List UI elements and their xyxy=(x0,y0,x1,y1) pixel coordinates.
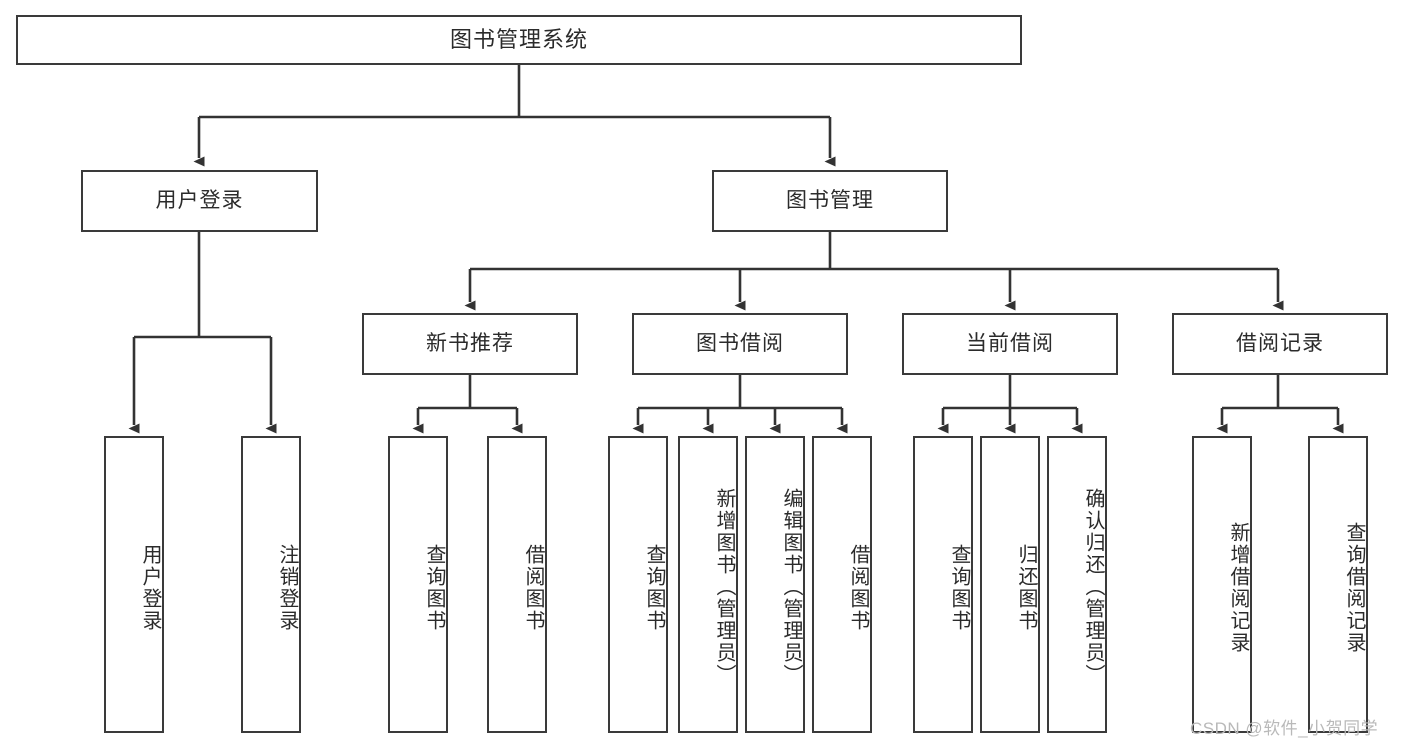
node-leaf-confirm-return[interactable]: 确认归还（管理员） xyxy=(1047,436,1107,733)
node-label: 查询借阅记录 xyxy=(1343,521,1365,654)
node-leaf-add-book[interactable]: 新增图书（管理员） xyxy=(678,436,738,733)
node-label: 借阅图书 xyxy=(847,543,869,632)
node-borrow-record[interactable]: 借阅记录 xyxy=(1172,313,1388,375)
node-label: 用户登录 xyxy=(139,543,161,632)
node-label: 查询图书 xyxy=(423,543,445,632)
node-label: 新增图书（管理员） xyxy=(713,487,735,686)
node-label: 注销登录 xyxy=(276,543,298,632)
node-current-borrow[interactable]: 当前借阅 xyxy=(902,313,1118,375)
csdn-watermark: CSDN @软件_小贺同学 xyxy=(1190,719,1379,738)
node-label: 确认归还（管理员） xyxy=(1082,487,1104,686)
node-leaf-edit-book[interactable]: 编辑图书（管理员） xyxy=(745,436,805,733)
node-leaf-logout[interactable]: 注销登录 xyxy=(241,436,301,733)
node-label: 借阅图书 xyxy=(522,543,544,632)
node-label: 归还图书 xyxy=(1015,543,1037,632)
node-leaf-query-record[interactable]: 查询借阅记录 xyxy=(1308,436,1368,733)
node-leaf-query-book-3[interactable]: 查询图书 xyxy=(913,436,973,733)
node-label: 图书管理 xyxy=(786,189,874,213)
node-leaf-query-book-1[interactable]: 查询图书 xyxy=(388,436,448,733)
node-label: 图书管理系统 xyxy=(449,26,588,52)
node-leaf-query-book-2[interactable]: 查询图书 xyxy=(608,436,668,733)
node-user-login[interactable]: 用户登录 xyxy=(81,170,318,232)
node-label: 借阅记录 xyxy=(1236,332,1324,356)
node-root-book-management-system[interactable]: 图书管理系统 xyxy=(16,15,1022,65)
node-book-borrow[interactable]: 图书借阅 xyxy=(632,313,848,375)
node-label: 新增借阅记录 xyxy=(1227,521,1249,654)
node-leaf-user-login[interactable]: 用户登录 xyxy=(104,436,164,733)
node-leaf-borrow-book-2[interactable]: 借阅图书 xyxy=(812,436,872,733)
node-leaf-return-book[interactable]: 归还图书 xyxy=(980,436,1040,733)
node-label: 图书借阅 xyxy=(696,332,784,356)
node-book-manage[interactable]: 图书管理 xyxy=(712,170,948,232)
node-label: 编辑图书（管理员） xyxy=(780,487,802,686)
node-label: 用户登录 xyxy=(155,189,244,213)
node-label: 新书推荐 xyxy=(426,332,514,356)
node-leaf-add-record[interactable]: 新增借阅记录 xyxy=(1192,436,1252,733)
node-new-book-recommend[interactable]: 新书推荐 xyxy=(362,313,578,375)
node-label: 查询图书 xyxy=(948,543,970,632)
node-leaf-borrow-book-1[interactable]: 借阅图书 xyxy=(487,436,547,733)
node-label: 查询图书 xyxy=(643,543,665,632)
node-label: 当前借阅 xyxy=(966,332,1054,356)
